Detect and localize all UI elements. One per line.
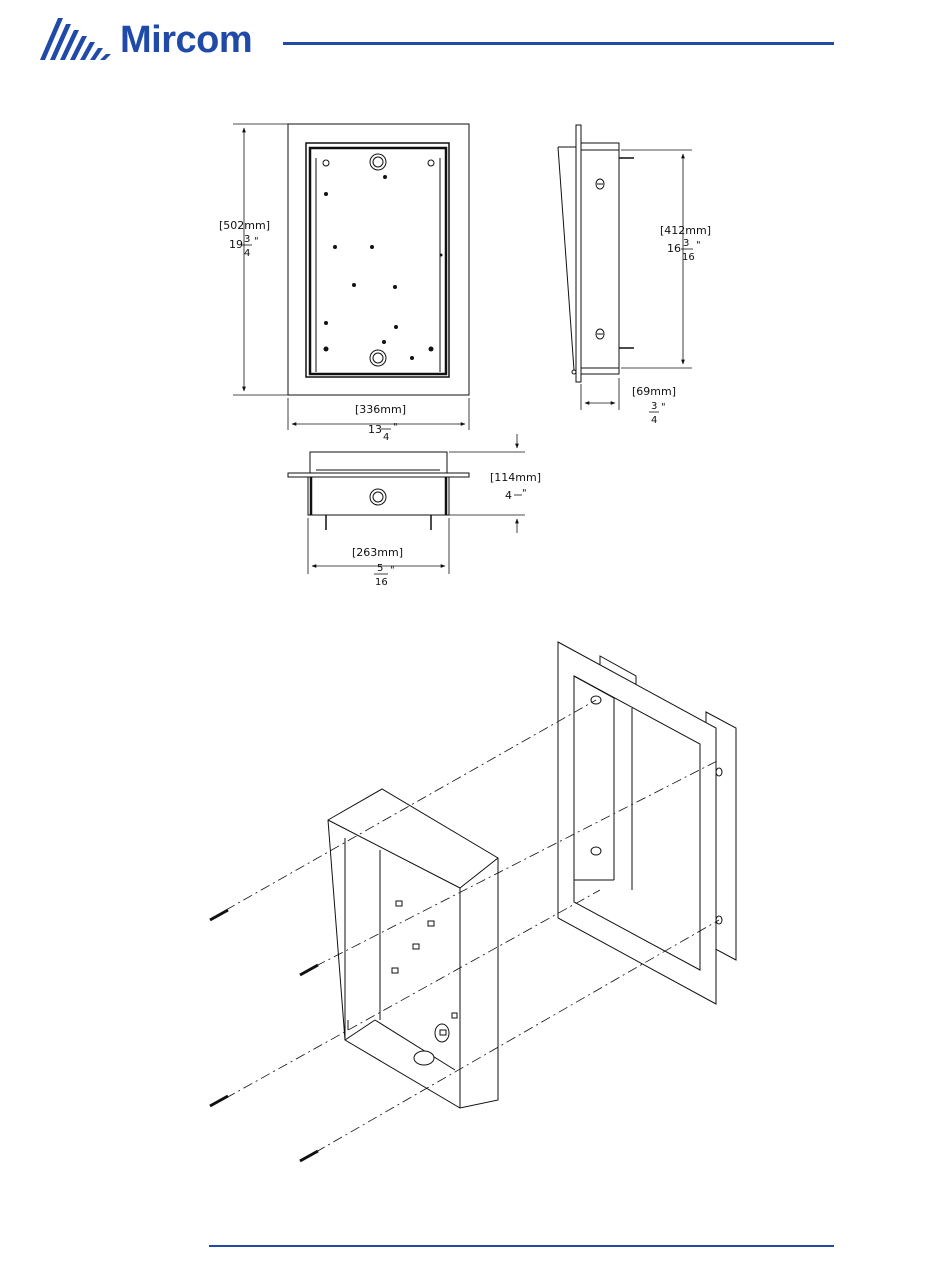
bottom-width-unit: ": [390, 565, 395, 576]
front-height-num: 3: [244, 234, 250, 245]
screw-4: [300, 1151, 318, 1161]
mounting-screws: [210, 910, 318, 1161]
screw-2: [300, 965, 318, 975]
front-view: [288, 124, 469, 395]
side-height-unit: ": [696, 240, 701, 251]
bottom-depth-whole: 4: [505, 489, 512, 502]
bottom-width-num: 5: [377, 563, 383, 574]
sloped-cover: [328, 789, 498, 1108]
side-height-metric: [412mm]: [660, 224, 711, 237]
back-box-trim: [558, 642, 736, 1004]
front-height-metric: [502mm]: [219, 219, 270, 232]
side-depth-dimension: [581, 378, 619, 410]
footer-rule: [209, 1245, 834, 1247]
front-height-den: 4: [244, 248, 250, 259]
front-width-unit: ": [393, 422, 398, 433]
bottom-width-den: 16: [375, 577, 388, 588]
screw-3: [210, 1096, 228, 1106]
side-depth-metric: [69mm]: [632, 385, 676, 398]
side-depth-den: 4: [651, 415, 657, 426]
front-view-holes: [324, 175, 443, 360]
side-depth-num: 3: [651, 401, 657, 412]
side-height-whole: 16: [667, 242, 681, 255]
front-width-whole: 13: [368, 423, 382, 436]
front-width-den: 4: [383, 432, 389, 443]
bottom-depth-unit: ": [522, 488, 527, 499]
side-height-num: 3: [683, 238, 689, 249]
bottom-view: [288, 452, 469, 530]
screw-1: [210, 910, 228, 920]
front-height-unit: ": [254, 236, 259, 247]
front-width-metric: [336mm]: [355, 403, 406, 416]
front-height-dimension: [233, 124, 288, 395]
side-depth-unit: ": [661, 402, 666, 413]
bottom-width-metric: [263mm]: [352, 546, 403, 559]
side-view: [558, 125, 634, 382]
front-height-whole: 19: [229, 238, 243, 251]
side-height-den: 16: [682, 252, 695, 263]
bottom-depth-metric: [114mm]: [490, 471, 541, 484]
